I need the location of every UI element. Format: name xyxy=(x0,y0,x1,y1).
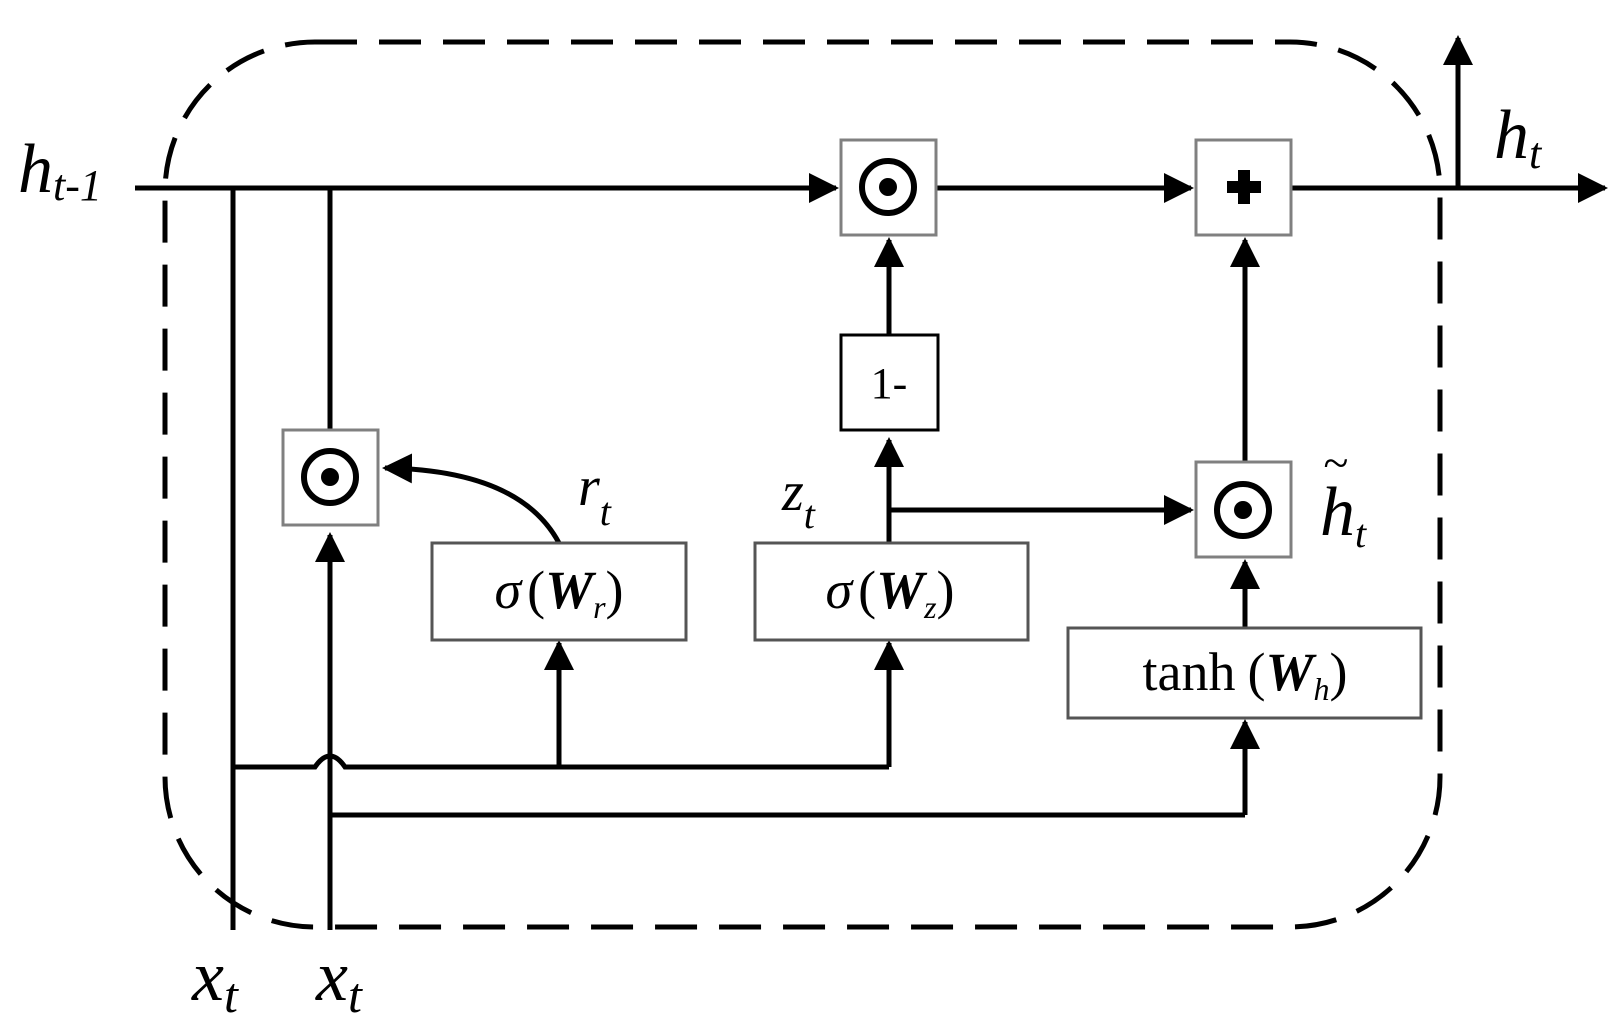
svg-text:~: ~ xyxy=(1324,437,1349,488)
x-right-label: xt xyxy=(315,936,363,1023)
reset-gate-label: rt xyxy=(578,456,612,534)
add-op xyxy=(1194,138,1293,237)
candidate-gate-weight: W xyxy=(1265,642,1317,702)
reset-gate-weight-sub: r xyxy=(593,589,606,625)
svg-text:σ(Wz): σ(Wz) xyxy=(825,560,954,625)
x-left-label: xt xyxy=(191,936,239,1023)
svg-text:tanh(Wh): tanh(Wh) xyxy=(1143,642,1348,707)
update-gate-label: zt xyxy=(781,461,816,537)
cell-boundary xyxy=(162,39,1443,930)
candidate-gate-box: tanh(Wh) xyxy=(1066,626,1423,720)
update-multiply-op xyxy=(839,138,938,237)
one-minus-op: 1- xyxy=(839,333,940,432)
reset-gate-box: σ(Wr) xyxy=(430,541,688,642)
svg-text:ht: ht xyxy=(1320,474,1367,556)
candidate-multiply-op xyxy=(1194,460,1293,559)
reset-multiply-op xyxy=(281,428,380,527)
update-gate-fn: σ xyxy=(825,560,854,620)
reset-gate-weight: W xyxy=(545,560,597,620)
reset-to-mult-curve xyxy=(382,453,562,545)
candidate-label: ~ ht xyxy=(1320,437,1367,556)
wires xyxy=(135,35,1608,930)
one-minus-label: 1- xyxy=(871,359,908,408)
reset-gate-fn: σ xyxy=(494,560,523,620)
candidate-gate-weight-sub: h xyxy=(1314,671,1330,707)
gate-input-bus xyxy=(233,753,889,770)
update-gate-weight-sub: z xyxy=(923,589,937,625)
update-gate-box: σ(Wz) xyxy=(753,541,1030,642)
h-prev-label: ht-1 xyxy=(18,131,102,210)
candidate-gate-fn: tanh xyxy=(1143,642,1236,702)
svg-text:σ(Wr): σ(Wr) xyxy=(494,560,623,625)
update-gate-weight: W xyxy=(876,560,928,620)
output-label: ht xyxy=(1494,97,1543,178)
